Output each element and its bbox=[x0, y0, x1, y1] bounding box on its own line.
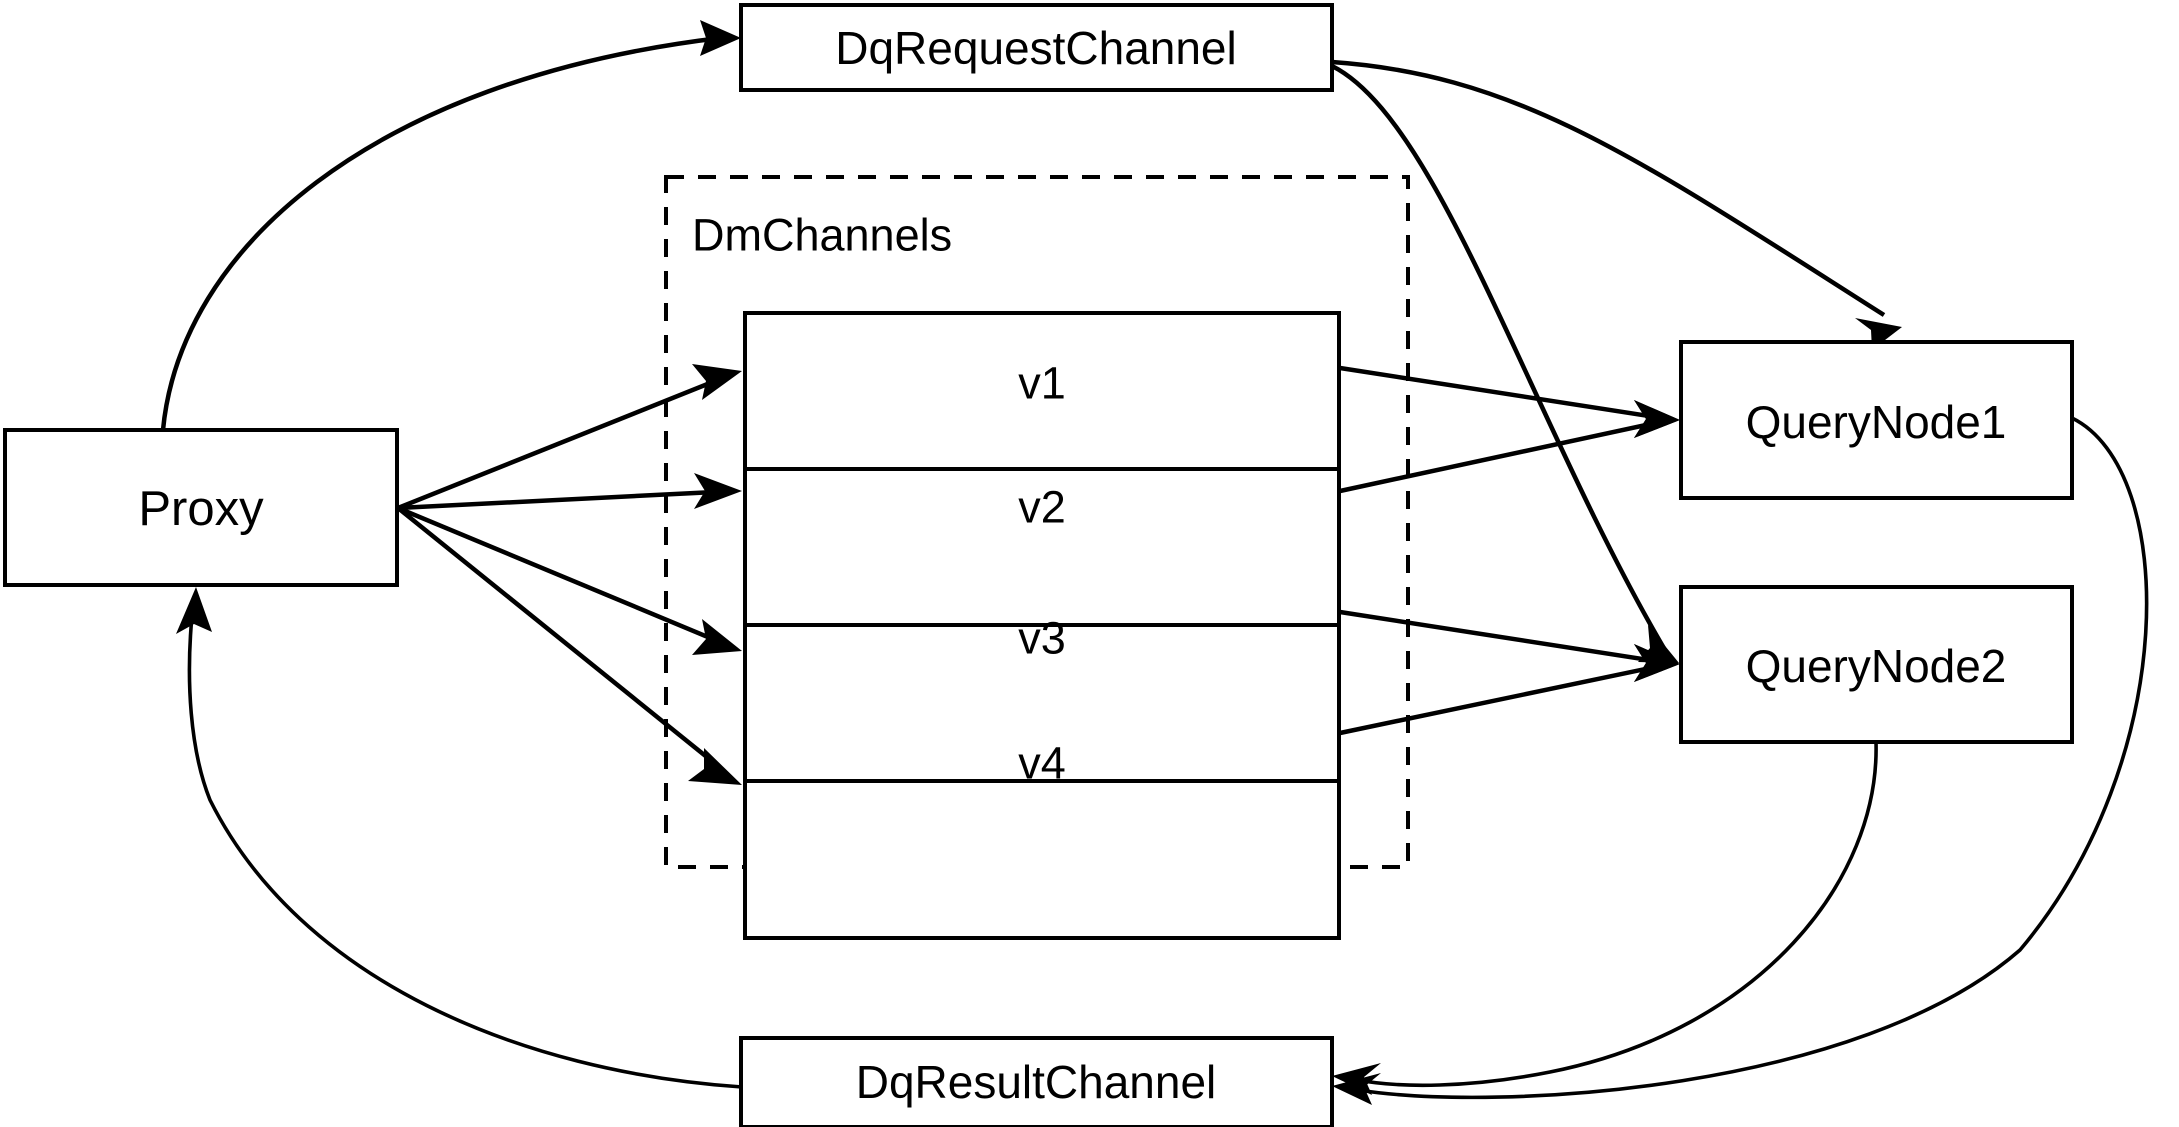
node-proxy[interactable]: Proxy bbox=[3, 428, 399, 587]
table-row-v4[interactable]: v4 bbox=[1018, 738, 1066, 789]
node-query-node-2-label: QueryNode2 bbox=[1746, 640, 2007, 692]
node-proxy-rect[interactable] bbox=[3, 428, 399, 587]
edge-proxy-to-v2 bbox=[397, 473, 742, 511]
table-row-v3[interactable]: v3 bbox=[1018, 613, 1066, 664]
arrowhead-icon bbox=[688, 748, 742, 785]
edge-querynode2-to-dqresultchannel bbox=[1332, 741, 1878, 1095]
arrowhead-icon bbox=[700, 20, 741, 56]
dm-channels-table: v1 v2 v3 v4 bbox=[743, 311, 1341, 940]
arrowhead-icon bbox=[176, 587, 212, 634]
node-dq-request-channel[interactable]: DqRequestChannel bbox=[739, 3, 1334, 92]
edge-proxy-to-v4 bbox=[396, 506, 742, 785]
arrowhead-icon bbox=[1332, 1063, 1381, 1095]
edge-dqresultchannel-to-proxy bbox=[176, 587, 743, 1089]
node-query-node-2-rect[interactable] bbox=[1679, 585, 2074, 744]
table-row-v2[interactable]: v2 bbox=[1018, 482, 1066, 533]
node-query-node-1-rect[interactable] bbox=[1679, 340, 2074, 500]
edge-querynode1-to-dqresultchannel bbox=[1332, 416, 2149, 1105]
node-query-node-2[interactable]: QueryNode2 bbox=[1679, 585, 2074, 744]
arrowhead-icon bbox=[1855, 318, 1902, 350]
arrowhead-icon bbox=[694, 473, 742, 509]
arrowhead-icon bbox=[1634, 644, 1680, 682]
edge-v4-to-querynode2 bbox=[1339, 644, 1680, 736]
edge-proxy-to-v1 bbox=[397, 364, 742, 511]
node-query-node-1-label: QueryNode1 bbox=[1746, 396, 2007, 448]
node-dq-result-channel-rect[interactable] bbox=[739, 1036, 1334, 1127]
edge-proxy-to-v3 bbox=[397, 505, 742, 655]
node-dq-request-channel-label: DqRequestChannel bbox=[835, 22, 1237, 74]
edge-v2-to-querynode1 bbox=[1339, 400, 1680, 494]
arrowhead-icon bbox=[1634, 400, 1680, 438]
dm-channels-label: DmChannels bbox=[692, 210, 952, 261]
node-dq-result-channel-label: DqResultChannel bbox=[856, 1056, 1217, 1108]
node-dq-request-channel-rect[interactable] bbox=[739, 3, 1334, 92]
arrowhead-icon bbox=[692, 619, 742, 655]
edge-proxy-to-dqrequestchannel bbox=[160, 20, 741, 431]
table-row-v1[interactable]: v1 bbox=[1018, 358, 1066, 409]
arrowhead-icon bbox=[692, 364, 742, 400]
node-proxy-label: Proxy bbox=[138, 482, 264, 536]
node-query-node-1[interactable]: QueryNode1 bbox=[1679, 340, 2074, 500]
edge-dqrequestchannel-to-querynode1 bbox=[1331, 59, 1902, 350]
node-dq-result-channel[interactable]: DqResultChannel bbox=[739, 1036, 1334, 1127]
